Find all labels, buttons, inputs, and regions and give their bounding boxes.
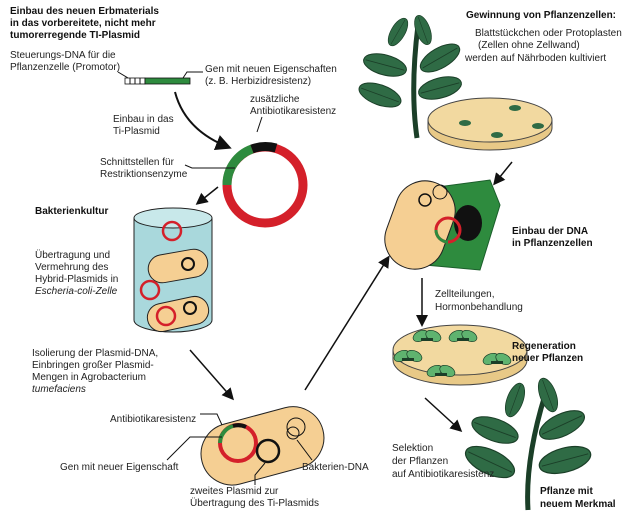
division-label: Zellteilungen, xyxy=(435,289,494,300)
bacterial-dna-label: Bakterien-DNA xyxy=(302,462,369,473)
extra-resistance-label: zusätzliche xyxy=(250,94,300,105)
insert-label: Ti-Plasmid xyxy=(113,126,160,137)
transfer-label: Übertragung und xyxy=(35,249,110,261)
regeneration-label: Regeneration xyxy=(512,341,576,352)
title-line: tumorerregende TI-Plasmid xyxy=(10,30,140,41)
result-label: Pflanze mit xyxy=(540,486,593,497)
plant-cells-title: Gewinnung von Pflanzenzellen: xyxy=(466,10,616,21)
result-label: neuem Merkmal xyxy=(540,499,616,510)
gene-new-label: Gen mit neuer Eigenschaft xyxy=(60,462,179,473)
promoter-label: Pflanzenzelle (Promotor) xyxy=(10,62,120,73)
selection-label: auf Antibiotikaresistenz xyxy=(392,469,494,480)
transfer-label: Vermehrung des xyxy=(35,262,108,273)
insertion-label: in Pflanzenzellen xyxy=(512,238,593,249)
transfer-label: Hybrid-Plasmids in xyxy=(35,274,118,285)
isolation-label: tumefaciens xyxy=(32,384,86,395)
title-block: Einbau des neuen Erbmaterials in das vor… xyxy=(10,6,159,41)
second-plasmid-label: zweites Plasmid zur xyxy=(190,486,279,497)
extra-resistance-label: Antibiotikaresistenz xyxy=(250,106,336,117)
promoter-label: Steuerungs-DNA für die xyxy=(10,50,116,61)
culture-title: Bakterienkultur xyxy=(35,206,108,217)
insertion-label: Einbau der DNA xyxy=(512,226,588,237)
title-line: Einbau des neuen Erbmaterials xyxy=(10,6,159,17)
title-line: in das vorbereitete, nicht mehr xyxy=(10,18,156,29)
plant-result xyxy=(460,375,595,511)
second-plasmid-label: Übertragung des Ti-Plasmids xyxy=(190,497,319,509)
antibiotic-label: Antibiotikaresistenz xyxy=(110,414,196,425)
selection-label: der Pflanzen xyxy=(392,456,448,467)
isolation-label: Einbringen großer Plasmid- xyxy=(32,360,154,371)
agrobacterium xyxy=(200,406,325,486)
isolation-label: Mengen in Agrobacterium xyxy=(32,372,146,383)
insert-label: Einbau in das xyxy=(113,114,174,125)
cells-label: werden auf Nährboden kultiviert xyxy=(464,53,606,64)
dna-insertion-scene xyxy=(384,179,501,271)
gene-label: Gen mit neuen Eigenschaften xyxy=(205,64,337,75)
cells-label: Blattstückchen oder Protoplasten xyxy=(475,28,622,39)
ti-plasmid-ring xyxy=(222,142,308,228)
petri-dish-regeneration xyxy=(391,324,528,386)
bacteria-culture-cylinder xyxy=(133,207,213,333)
plant-source xyxy=(355,12,465,139)
petri-dish-cells xyxy=(427,97,553,151)
cut-sites-label: Restriktionsenzyme xyxy=(100,169,188,180)
cut-sites-label: Schnittstellen für xyxy=(100,157,175,168)
dna-fragment xyxy=(124,77,191,85)
division-label: Hormonbehandlung xyxy=(435,302,523,313)
gene-label: (z. B. Herbizidresistenz) xyxy=(205,76,311,87)
regeneration-label: neuer Pflanzen xyxy=(512,353,583,364)
cells-label: (Zellen ohne Zellwand) xyxy=(478,40,580,51)
selection-label: Selektion xyxy=(392,443,433,454)
isolation-label: Isolierung der Plasmid-DNA, xyxy=(32,348,158,359)
insert-arrow xyxy=(174,91,232,151)
transfer-label: Escheria-coli-Zelle xyxy=(35,286,118,297)
